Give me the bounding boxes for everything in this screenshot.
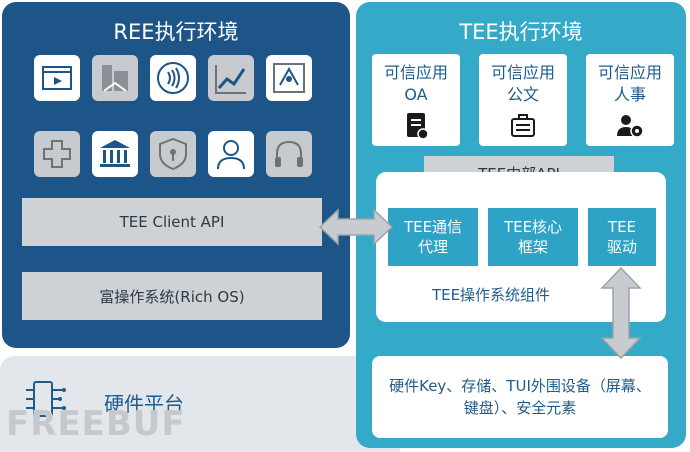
headphones-icon — [266, 131, 312, 177]
hardware-platform-label: 硬件平台 — [104, 392, 184, 416]
app-sublabel: 人事 — [613, 85, 646, 104]
medical-cross-icon — [34, 131, 80, 177]
comp-label: TEE — [607, 218, 637, 236]
navigation-icon — [266, 55, 312, 101]
hardware-resources-box: 硬件Key、存储、TUI外围设备（屏幕、键盘）、安全元素 — [372, 356, 668, 438]
trusted-app-hr: 可信应用 人事 — [586, 54, 674, 146]
app-label: 可信应用 — [383, 63, 448, 82]
hardware-resources-label: 硬件Key、存储、TUI外围设备（屏幕、键盘）、安全元素 — [389, 377, 651, 417]
tee-client-api-bar: TEE Client API — [22, 198, 322, 246]
app-label: 可信应用 — [597, 63, 662, 82]
app-label: 可信应用 — [490, 63, 555, 82]
comp-label: TEE核心 — [503, 218, 563, 236]
bank-icon — [92, 131, 138, 177]
building-icon — [92, 55, 138, 101]
ree-title: REE执行环境 — [113, 20, 239, 44]
shield-lock-icon — [150, 131, 196, 177]
comp-sublabel: 代理 — [417, 238, 448, 256]
watermark-text: FREEBUF — [6, 404, 186, 444]
tee-os-components-label: TEE操作系统组件 — [431, 286, 551, 304]
tee-comm-agent: TEE通信代理 — [388, 208, 478, 266]
driver-hardware-bidirectional-arrow — [600, 266, 642, 360]
briefcase-icon — [511, 114, 535, 137]
ree-tee-bidirectional-arrow — [318, 208, 394, 246]
comp-sublabel: 框架 — [517, 238, 548, 256]
comp-label: TEE通信 — [403, 218, 463, 236]
contactless-icon — [150, 55, 196, 101]
comp-sublabel: 驱动 — [606, 238, 637, 256]
chart-icon — [208, 55, 254, 101]
tee-core-framework: TEE核心框架 — [488, 208, 578, 266]
video-icon — [34, 55, 80, 101]
tee-driver: TEE 驱动 — [588, 208, 656, 266]
app-sublabel: OA — [404, 85, 428, 104]
trusted-app-documents: 可信应用 公文 — [479, 54, 567, 146]
circuit-icon — [26, 381, 66, 417]
users-icon — [617, 115, 644, 138]
app-sublabel: 公文 — [506, 85, 539, 104]
trusted-app-oa: 可信应用 OA — [372, 54, 460, 146]
user-icon — [208, 131, 254, 177]
rich-os-bar: 富操作系统(Rich OS) — [22, 272, 322, 320]
tee-title: TEE执行环境 — [459, 20, 583, 44]
hardware-platform-panel — [0, 356, 400, 452]
document-icon — [407, 113, 429, 140]
